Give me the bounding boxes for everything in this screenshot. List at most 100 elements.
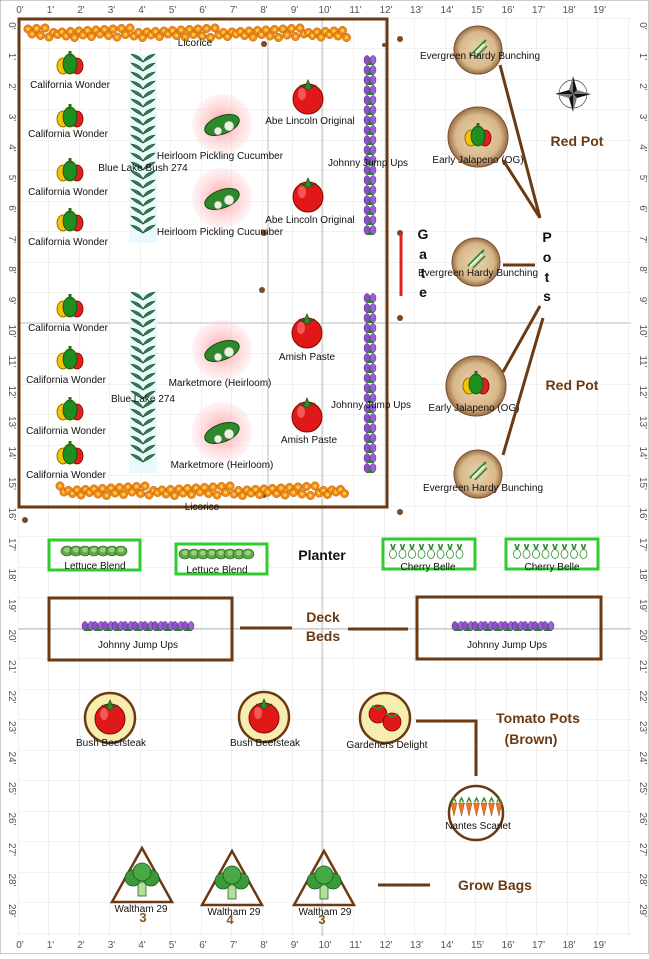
marigold-flower [201,23,212,34]
planter-label-3: Cherry Belle [400,562,455,573]
ruler-left-label: 4' [6,144,17,152]
ruler-right-label: 6' [637,205,648,213]
tomato-pot-label-1: Bush Beefsteak [76,738,147,749]
ruler-right-label: 15' [637,477,648,490]
planter-label-2: Lettuce Blend [186,565,247,576]
ruler-top-label: 1' [47,5,55,16]
ruler-left-label: 10' [6,324,17,337]
lettuce-row-1 [60,545,128,557]
ruler-top-label: 13' [410,5,423,16]
deck-violet-row-2 [451,621,555,632]
pepper-label-8: California Wonder [26,470,107,481]
ruler-right-label: 20' [637,629,648,642]
ruler-top-label: 19' [593,5,606,16]
ruler-bottom-label: 17' [532,940,545,951]
ruler-top-label: 7' [230,5,238,16]
marigold-flower [108,24,118,34]
marigold-flower [269,24,280,35]
marigold-flower [339,488,350,499]
bean-label-1: Blue Lake Bush 274 [98,163,188,174]
ruler-left-label: 20' [6,629,17,642]
pepper-label-5: California Wonder [28,323,109,334]
marigold-flower [290,31,301,42]
ruler-left-label: 27' [6,843,17,856]
svg-text:a: a [419,246,427,262]
ruler-left-label: 15' [6,477,17,490]
pepper-label-7: California Wonder [26,426,107,437]
tomato-label-4: Amish Paste [281,435,338,446]
marigold-flower [341,32,352,43]
marigold-flower [286,23,297,34]
ruler-right: 0'1'2'3'4'5'6'7'8'9'10'11'12'13'14'15'16… [637,22,648,917]
planter-label-4: Cherry Belle [524,562,579,573]
ruler-right-label: 3' [637,114,648,122]
pepper-label-6: California Wonder [26,375,107,386]
ruler-top-label: 0' [16,5,24,16]
compass-rose-icon [555,76,591,112]
ruler-left-label: 1' [6,53,17,61]
deck-bed-right [415,595,603,661]
ruler-left-label: 22' [6,690,17,703]
ruler-top-label: 4' [138,5,146,16]
ruler-right-label: 10' [637,324,648,337]
ruler-right-label: 21' [637,660,648,673]
ruler-right-label: 22' [637,690,648,703]
grow-bags [109,845,357,907]
ruler-bottom-label: 15' [471,940,484,951]
tomato-label-2: Abe Lincoln Original [265,215,355,226]
ruler-left-label: 3' [6,114,17,122]
planter-heading: Planter [298,547,346,563]
ruler-right-label: 23' [637,721,648,734]
tomato-pots-label-line-2: (Brown) [505,731,558,747]
pot-label-3: Evergreen Hardy Bunching [418,268,538,279]
marigold-flower [118,489,129,500]
svg-text:e: e [419,284,427,300]
deck-beds-label-line-2: Beds [306,628,340,644]
ruler-bottom-label: 16' [501,940,514,951]
pot-label-2: Early Jalapeno (OG) [432,155,523,166]
tomato-label-3: Amish Paste [279,352,336,363]
ruler-top-label: 6' [199,5,207,16]
svg-text:s: s [543,288,551,304]
ruler-left-label: 13' [6,416,17,429]
pot-connector-lines [240,64,545,887]
marigold-flower [305,490,316,501]
ruler-right-label: 26' [637,812,648,825]
main-raised-bed [17,17,389,509]
pot-label-5: Evergreen Hardy Bunching [423,483,543,494]
tomato-pots-label-line-1: Tomato Pots [496,710,580,726]
ruler-left-label: 29' [6,904,17,917]
ruler-right-label: 2' [637,83,648,91]
svg-text:G: G [418,226,429,242]
ruler-right-label: 5' [637,175,648,183]
deck-bed-left [47,596,234,662]
ruler-bottom-label: 8' [260,940,268,951]
lettuce-row-2 [178,548,255,560]
grow-bags-label: Grow Bags [458,877,532,893]
cucumber-plants [192,94,252,462]
marigold-flower [35,30,46,41]
ruler-left-label: 6' [6,205,17,213]
ruler-right-label: 7' [637,236,648,244]
grid-background [18,18,631,936]
ruler-right-label: 4' [637,144,648,152]
ruler-bottom-label: 7' [230,940,238,951]
ruler-right-label: 27' [637,843,648,856]
marigold-flower [301,481,312,492]
ruler-top-label: 8' [260,5,268,16]
licorice-top-label: Licorice [178,38,213,49]
ruler-right-label: 1' [637,53,648,61]
ruler-top-label: 9' [291,5,299,16]
violet-label-2: Johnny Jump Ups [331,400,411,411]
licorice-bottom-label: Licorice [185,502,220,513]
pepper-label-3: California Wonder [28,187,109,198]
svg-text:P: P [542,229,551,245]
ruler-right-label: 25' [637,782,648,795]
ruler-left-label: 18' [6,568,17,581]
ruler-top-label: 16' [501,5,514,16]
ruler-bottom-label: 3' [108,940,116,951]
ruler-right-label: 24' [637,751,648,764]
ruler-top-label: 17' [532,5,545,16]
deck-violet-label-1: Johnny Jump Ups [98,640,178,651]
